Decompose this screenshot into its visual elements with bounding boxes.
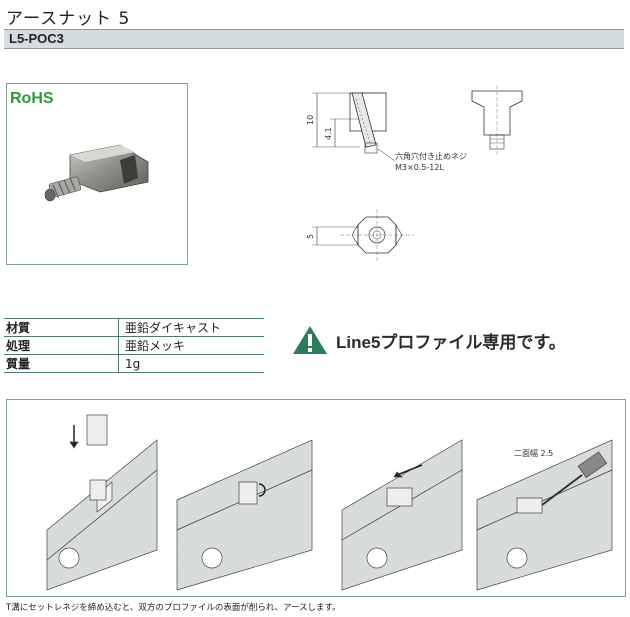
technical-drawing: 10 4.1 六角穴付き止めネジ M3×0.5-12L 5 xyxy=(306,85,523,261)
spec-key: 処理 xyxy=(4,336,119,355)
spec-value: 亜鉛メッキ xyxy=(118,336,264,355)
installation-steps-box xyxy=(6,399,626,597)
notice-text: Line5プロファイル専用です。 xyxy=(336,332,566,352)
rohs-badge: RoHS xyxy=(10,90,54,107)
spec-row: 処理 亜鉛メッキ xyxy=(4,336,264,355)
model-number: L5-POC3 xyxy=(9,31,64,46)
model-bar: L5-POC3 xyxy=(4,29,624,49)
step-2 xyxy=(176,439,313,591)
step-3 xyxy=(341,439,463,591)
footnote: T溝にセットレネジを締め込むと、双方のプロファイルの表面が削られ、アースします。 xyxy=(6,603,341,613)
installation-illustrations: 二面幅 2.5 xyxy=(46,414,613,591)
page-title: アースナット 5 xyxy=(6,9,131,29)
screw-label-1: 六角穴付き止めネジ xyxy=(395,151,467,161)
step-4: 二面幅 2.5 xyxy=(476,439,613,591)
dim-10: 10 xyxy=(306,115,315,125)
spec-key: 材質 xyxy=(4,318,119,337)
spec-value: 亜鉛ダイキャスト xyxy=(118,318,264,337)
spec-value: 1g xyxy=(118,354,264,373)
warning-icon xyxy=(293,326,327,354)
product-photo xyxy=(44,144,149,202)
screw-label-2: M3×0.5-12L xyxy=(395,163,444,172)
notice: Line5プロファイル専用です。 xyxy=(292,325,566,355)
spec-key: 質量 xyxy=(4,354,119,373)
product-photo-box xyxy=(6,83,188,265)
spec-row: 質量 1g xyxy=(4,354,264,373)
dim-4-1: 4.1 xyxy=(324,127,333,140)
dim-5: 5 xyxy=(306,234,315,239)
wrench-label: 二面幅 2.5 xyxy=(514,448,553,458)
spec-table: 材質 亜鉛ダイキャスト 処理 亜鉛メッキ 質量 1g xyxy=(4,318,264,373)
step-1 xyxy=(46,414,158,591)
spec-row: 材質 亜鉛ダイキャスト xyxy=(4,318,264,337)
